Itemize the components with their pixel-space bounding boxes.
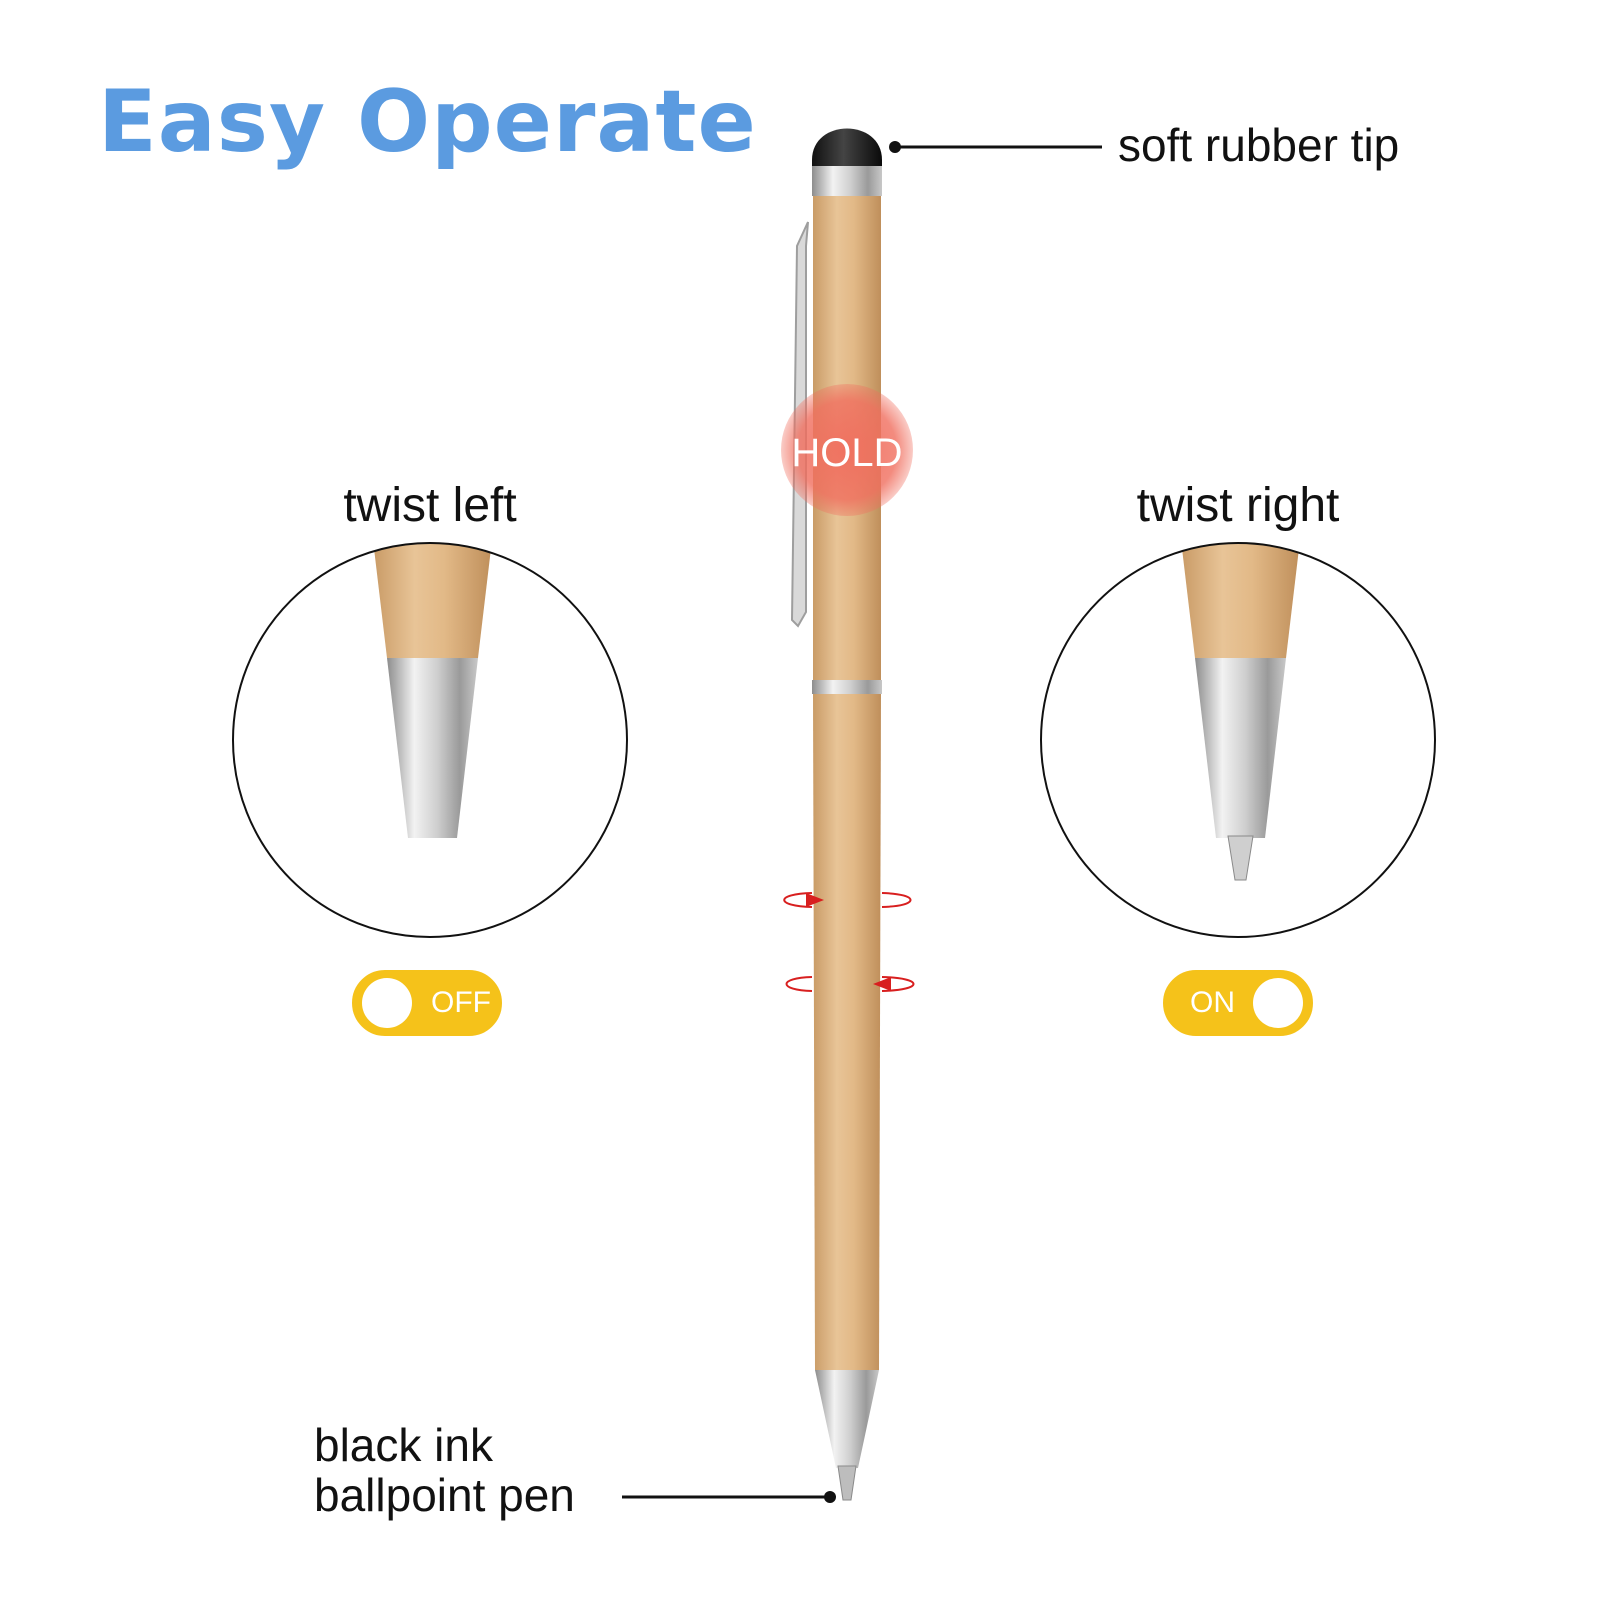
twist-right-circle [1040,542,1436,938]
twist-left-zoom [373,543,492,838]
on-toggle-label: ON [1190,986,1235,1019]
twist-right-title: twist right [1136,479,1340,532]
arrow-head-upper [806,893,824,907]
ballpoint-label: black ink ballpoint pen [314,1420,575,1520]
ballpoint-label-line1: black ink [314,1419,493,1471]
tip-collar [812,166,882,196]
twist-left-title: twist left [343,479,517,532]
twist-right-zoom [1181,543,1300,881]
off-toggle-label: OFF [431,986,491,1019]
hold-label: HOLD [791,431,902,475]
tip-leader-dot [889,141,901,153]
tip-cone [815,1370,879,1468]
rotate-arrows-icon [783,892,915,992]
rubber-tip [812,128,882,168]
pen-leader-dot [824,1491,836,1503]
on-toggle[interactable]: ON [1163,970,1313,1036]
off-toggle[interactable]: OFF [352,970,502,1036]
headline: Easy Operate [98,72,757,172]
ballpoint-label-line2: ballpoint pen [314,1469,575,1521]
lower-barrel [813,694,881,1370]
rubber-tip-label: soft rubber tip [1118,119,1400,171]
twist-left-circle [232,542,628,938]
off-toggle-knob [362,978,412,1028]
ball-tip [837,1465,857,1501]
hold-marker [781,384,913,516]
middle-ring [812,680,882,694]
on-toggle-knob [1253,978,1303,1028]
arrow-head-lower [873,977,891,991]
